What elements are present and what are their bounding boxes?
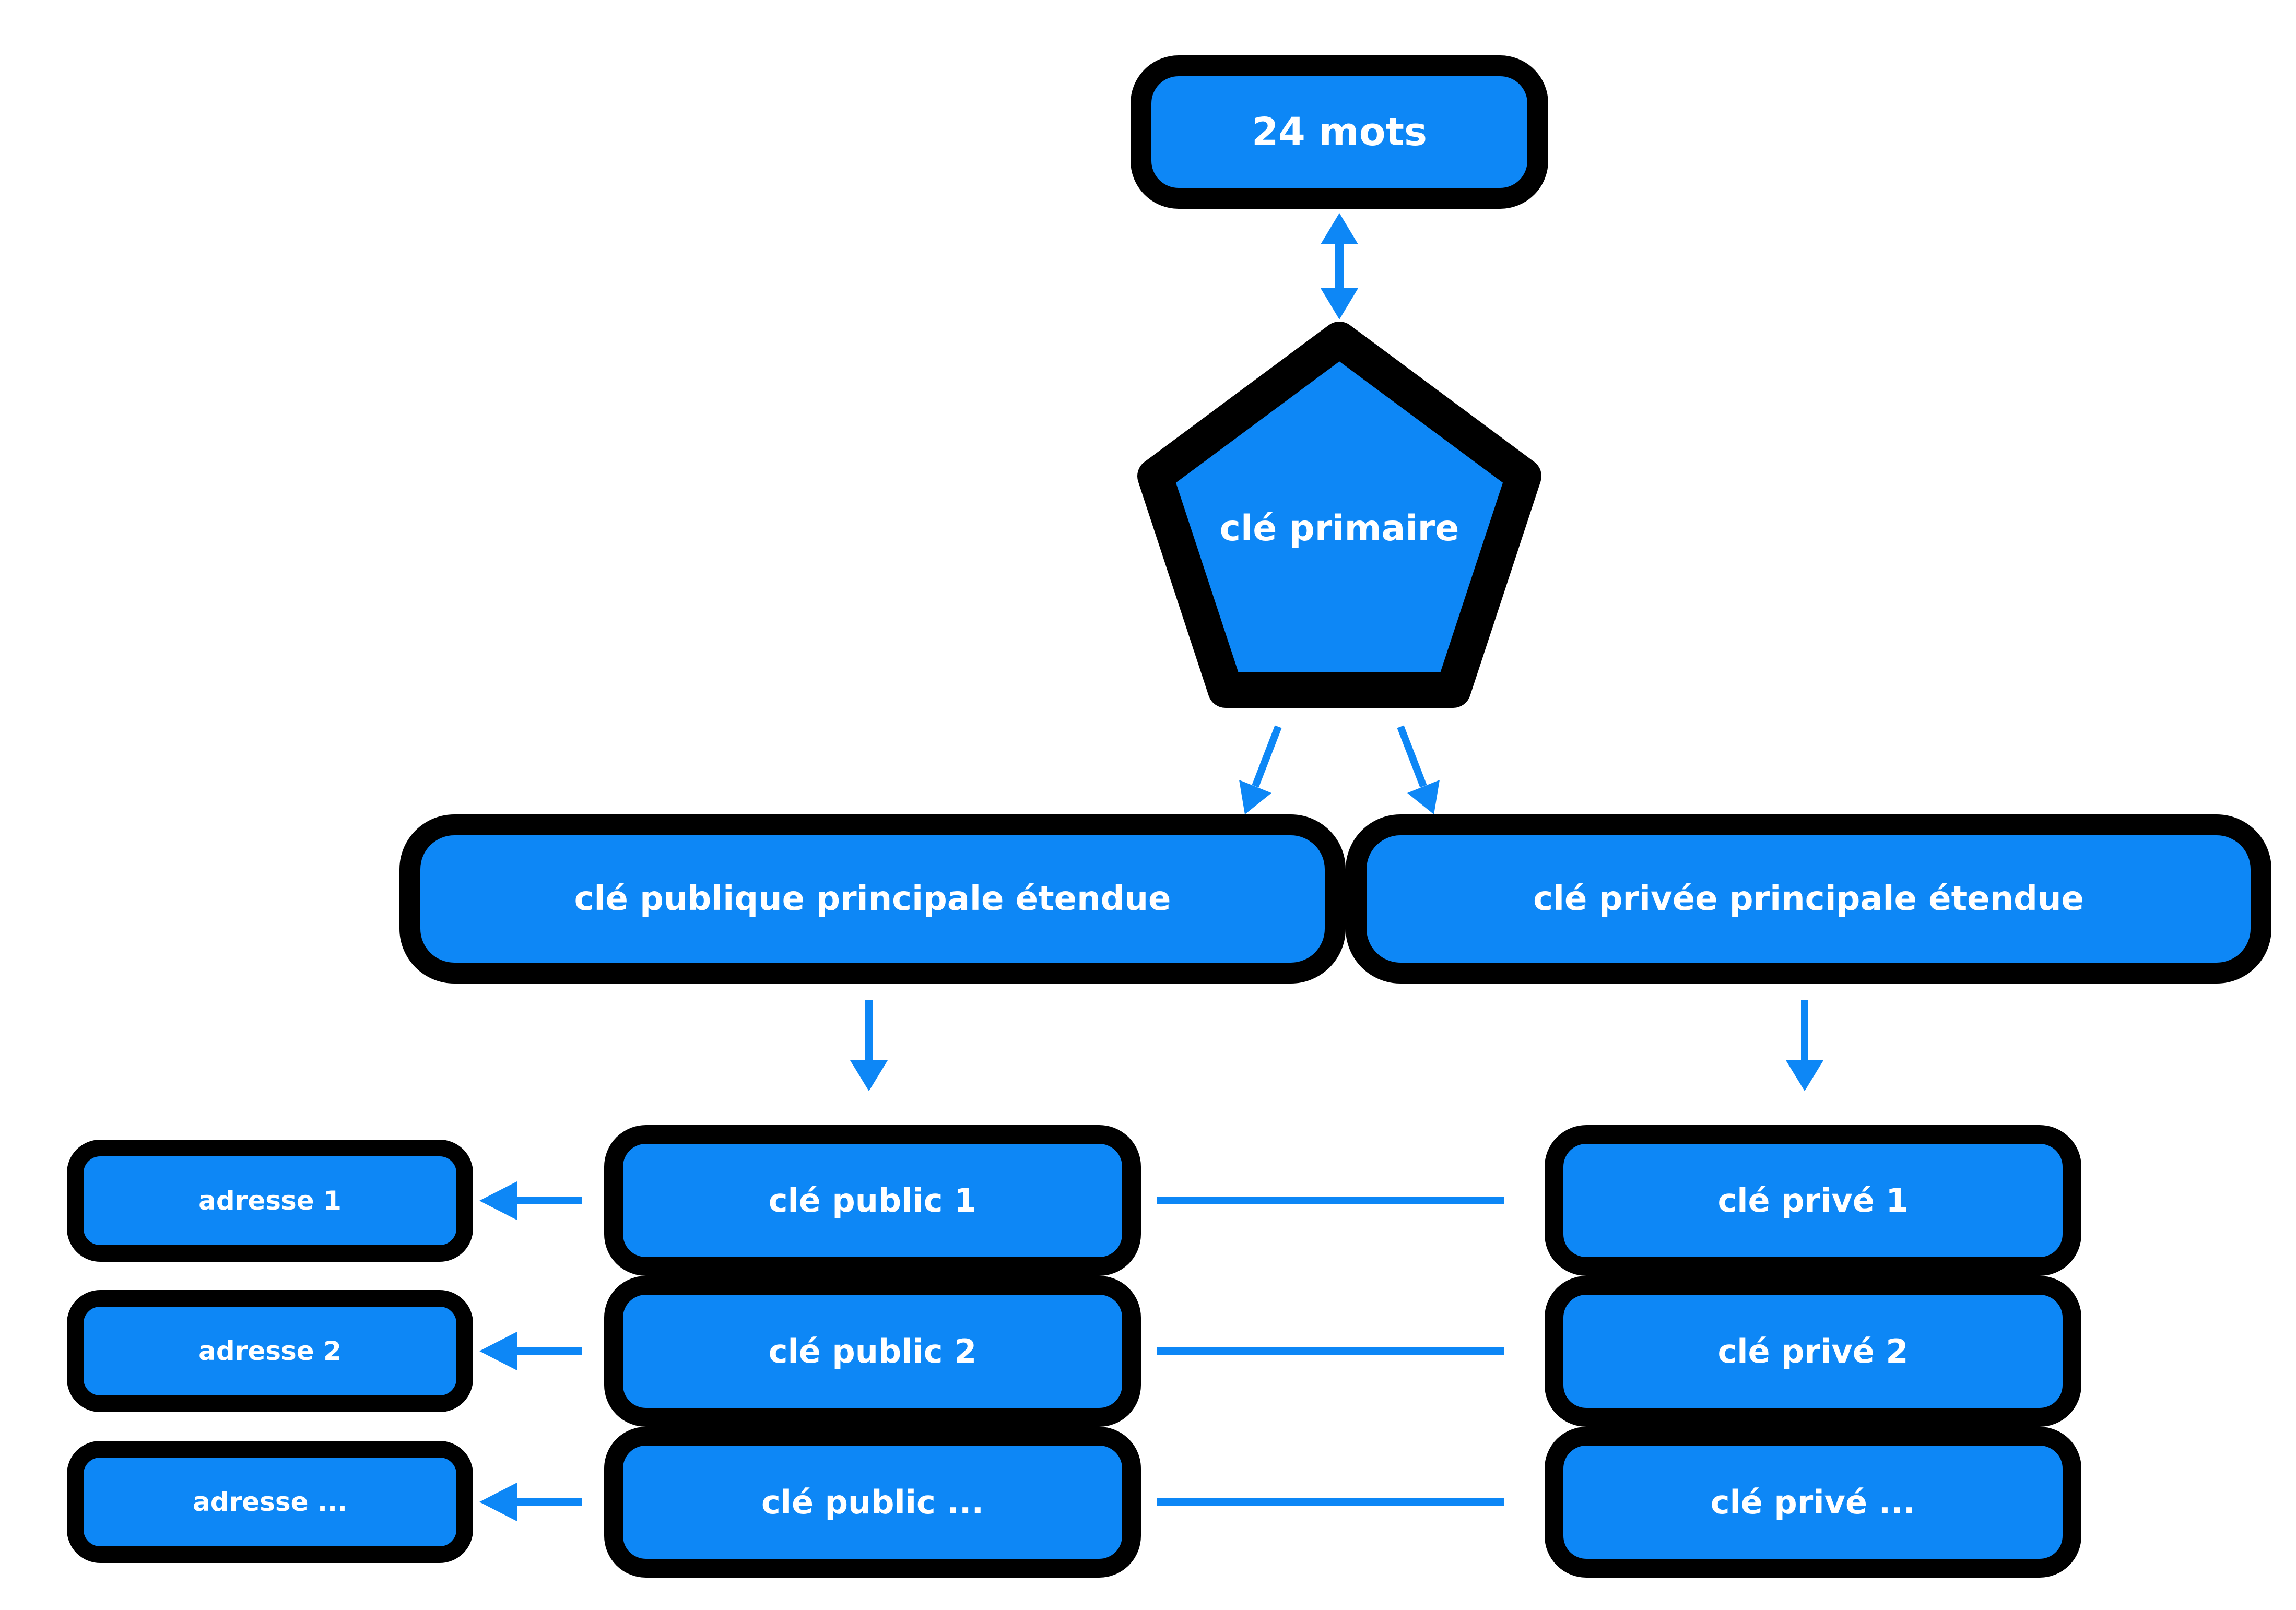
private-key-box: clé privé 1	[1545, 1125, 2081, 1276]
address-label: adresse 2	[198, 1336, 342, 1366]
address-box: adresse ...	[67, 1441, 473, 1563]
public-to-address-arrow	[479, 1483, 582, 1521]
private-key-box: clé privé 2	[1545, 1276, 2081, 1427]
address-label: adresse ...	[193, 1487, 347, 1517]
extended-private-down-arrow	[1786, 1000, 1823, 1091]
public-key-label: clé public ...	[761, 1483, 984, 1521]
public-key-box: clé public 1	[604, 1125, 1141, 1276]
seed-primary-bidirectional-arrow	[1321, 213, 1358, 319]
primary-to-extended-public-arrow	[1239, 725, 1282, 814]
primary-key-pentagon	[1137, 322, 1541, 708]
private-key-label: clé privé 2	[1717, 1332, 1909, 1370]
primary-key-label: clé primaire	[1219, 507, 1459, 549]
private-key-box: clé privé ...	[1545, 1427, 2081, 1578]
public-to-address-arrow	[479, 1181, 582, 1220]
extended-private-key-box: clé privée principale étendue	[1346, 814, 2271, 984]
seed-box: 24 mots	[1131, 55, 1548, 209]
public-key-label: clé public 1	[768, 1181, 977, 1220]
address-box: adresse 1	[67, 1140, 473, 1262]
extended-private-key-label: clé privée principale étendue	[1533, 880, 2084, 918]
public-key-box: clé public ...	[604, 1427, 1141, 1578]
address-label: adresse 1	[198, 1186, 342, 1216]
public-key-label: clé public 2	[768, 1332, 977, 1370]
public-to-address-arrow	[479, 1332, 582, 1370]
primary-to-extended-private-arrow	[1397, 725, 1440, 814]
extended-public-down-arrow	[850, 1000, 888, 1091]
seed-label: 24 mots	[1251, 110, 1428, 155]
public-key-box: clé public 2	[604, 1276, 1141, 1427]
extended-public-key-label: clé publique principale étendue	[574, 880, 1171, 918]
private-key-label: clé privé ...	[1710, 1483, 1916, 1521]
address-box: adresse 2	[67, 1290, 473, 1412]
extended-public-key-box: clé publique principale étendue	[399, 814, 1346, 984]
private-key-label: clé privé 1	[1717, 1181, 1909, 1220]
